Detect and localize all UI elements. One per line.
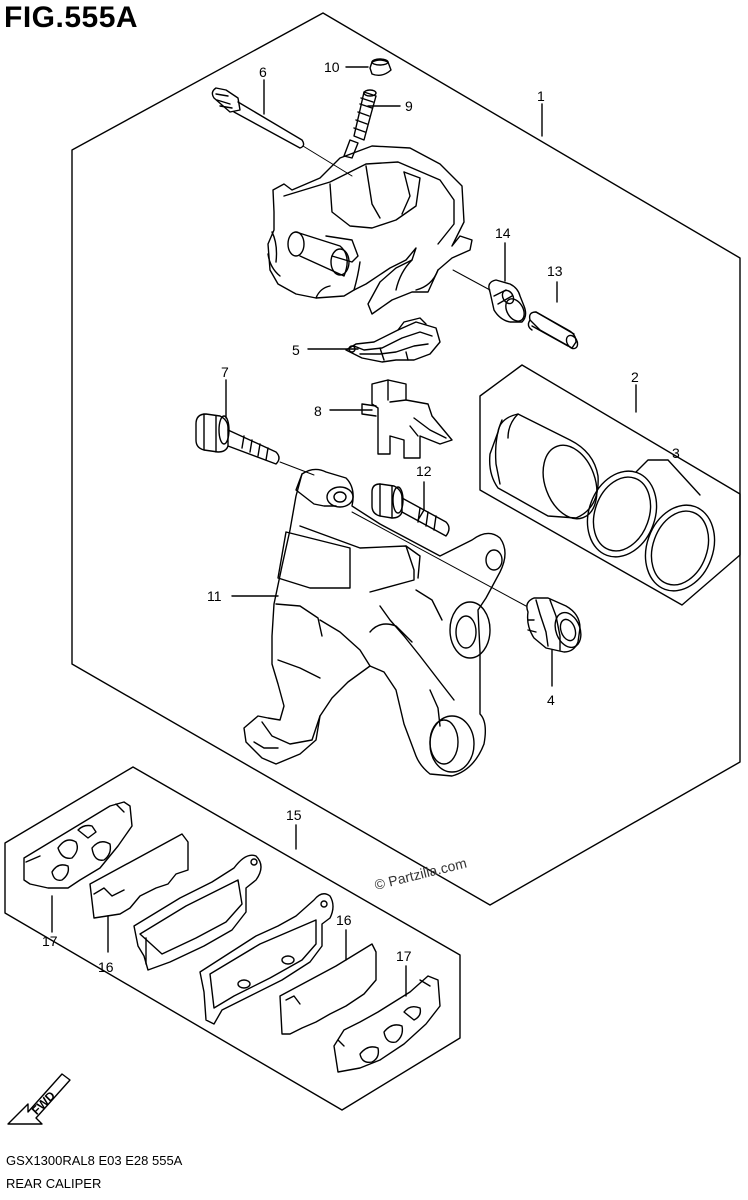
- callout-11: 11: [207, 588, 222, 604]
- copyright-watermark: © Partzilla.com: [373, 855, 468, 893]
- callout-9: 9: [405, 98, 413, 114]
- callout-5: 5: [292, 342, 300, 358]
- piston-seal-1: [586, 470, 658, 558]
- callout-17b: 17: [396, 948, 412, 964]
- caliper-body: [267, 145, 473, 315]
- leader-3: [635, 459, 701, 496]
- callout-8: 8: [314, 403, 322, 419]
- callout-15: 15: [286, 807, 302, 823]
- pad-retainer: [361, 379, 453, 459]
- slide-boot: [526, 597, 582, 653]
- bleeder-cap: [369, 58, 392, 77]
- centerline-bolt-7: [279, 461, 315, 476]
- pad-shim-left: [23, 801, 133, 889]
- pad-pin-bolt: [211, 87, 305, 149]
- callout-10: 10: [324, 59, 340, 75]
- assembly-boundary: [71, 12, 741, 906]
- mounting-bolt-7: [195, 413, 280, 465]
- callout-3: 3: [672, 445, 680, 461]
- callout-13: 13: [547, 263, 563, 279]
- callout-14: 14: [495, 225, 511, 241]
- brake-pad-right: [199, 893, 334, 1025]
- callout-7: 7: [221, 364, 229, 380]
- callout-6: 6: [259, 64, 267, 80]
- centerline-boot: [351, 511, 527, 607]
- sleeve-boot: [488, 279, 527, 323]
- callout-2: 2: [631, 369, 639, 385]
- slide-pin: [527, 311, 579, 350]
- figure-title: FIG.555A: [4, 1, 139, 34]
- brake-pad-left: [133, 854, 262, 971]
- callout-17a: 17: [42, 933, 58, 949]
- bleeder-screw: [343, 89, 377, 159]
- piston-seal-2: [644, 504, 716, 592]
- callout-16b: 16: [336, 912, 352, 928]
- centerline-bolt-6: [302, 145, 353, 177]
- pad-shim-inner-left: [89, 833, 189, 919]
- callout-16a: 16: [98, 959, 114, 975]
- diagram-code: GSX1300RAL8 E03 E28 555A: [6, 1153, 183, 1168]
- piston: [488, 413, 599, 520]
- diagram-name: REAR CALIPER: [6, 1176, 102, 1191]
- forward-arrow-icon: [7, 1073, 71, 1125]
- caliper-bracket: [243, 468, 506, 777]
- bolt-12: [371, 483, 450, 537]
- callout-4: 4: [547, 692, 555, 708]
- pad-shim-right: [333, 975, 441, 1073]
- pad-spring: [345, 317, 441, 363]
- piston-kit-boundary: [479, 364, 741, 606]
- pad-shim-inner-right: [279, 943, 377, 1035]
- callout-12: 12: [416, 463, 432, 479]
- pad-set-boundary: [4, 766, 461, 1111]
- callout-1: 1: [537, 88, 545, 104]
- centerline-pin: [452, 269, 491, 291]
